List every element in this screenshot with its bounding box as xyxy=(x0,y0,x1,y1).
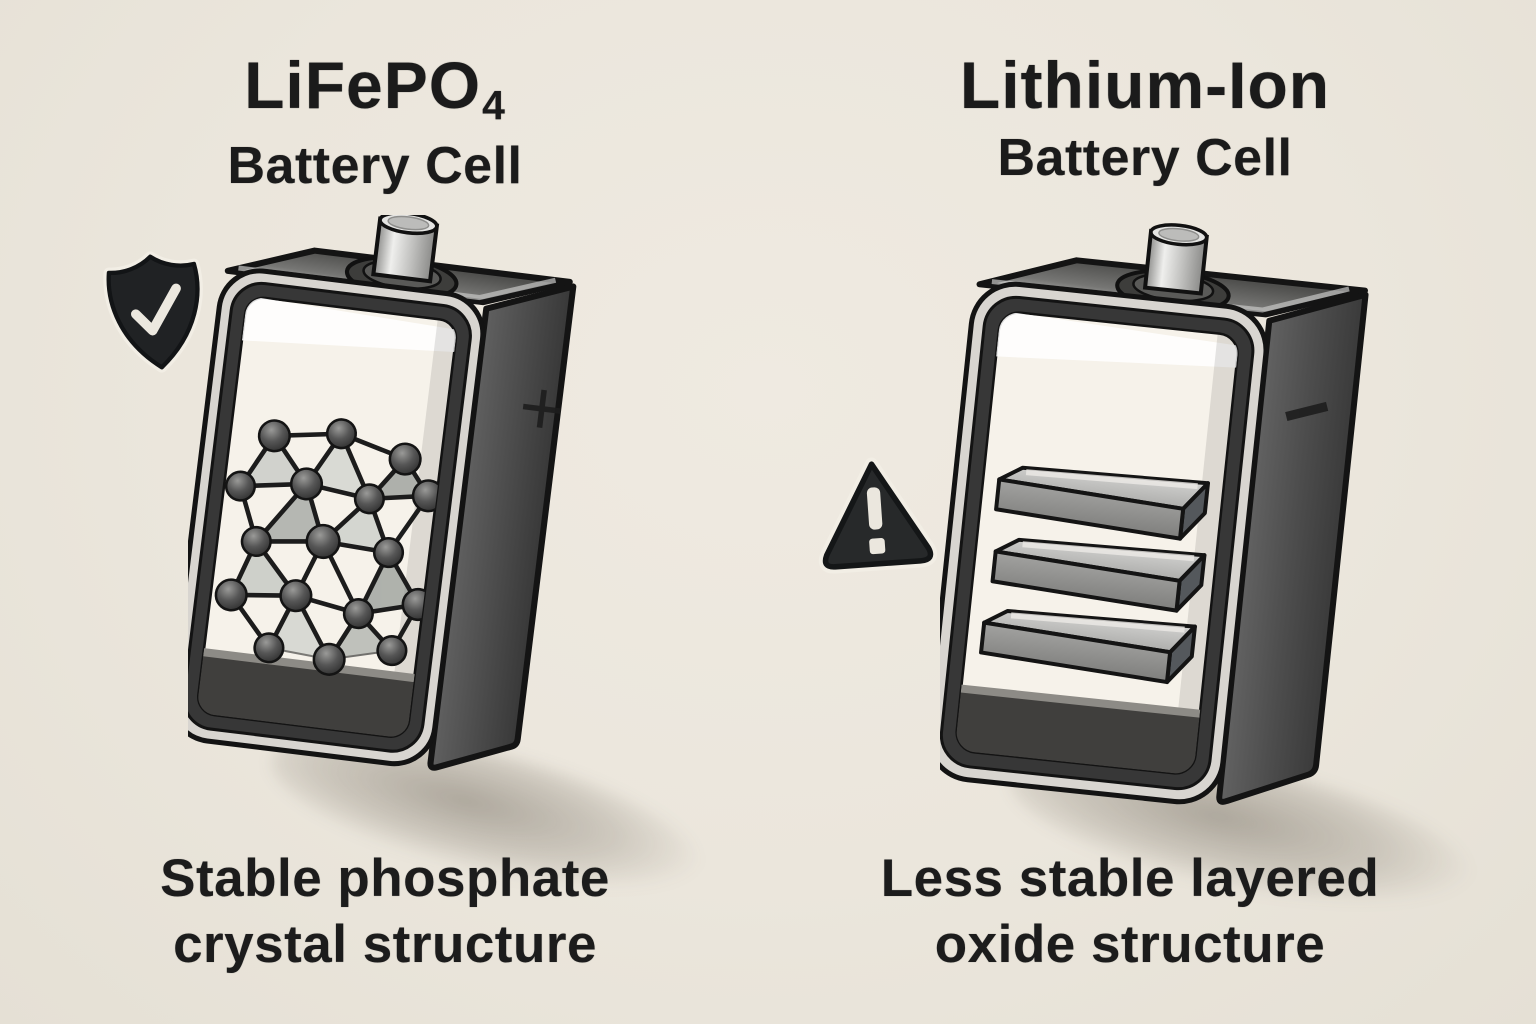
left-title-subscript: 4 xyxy=(482,82,506,129)
battery-front-face xyxy=(940,281,1269,805)
left-caption-line1: Stable phosphate xyxy=(160,849,610,908)
lithium-ion-battery-illustration: − xyxy=(940,223,1369,805)
layer-slab xyxy=(979,609,1197,685)
right-title-block: Lithium-Ion Battery Cell xyxy=(910,52,1380,184)
left-caption-line2: crystal structure xyxy=(173,914,597,974)
warning-triangle-icon xyxy=(818,457,938,574)
left-title-text: LiFePO xyxy=(244,48,482,122)
left-subtitle: Battery Cell xyxy=(227,137,523,196)
layer-slab xyxy=(990,537,1207,613)
layer-slab xyxy=(994,465,1210,541)
right-subtitle: Battery Cell xyxy=(997,129,1293,187)
lifepo4-battery-illustration: + xyxy=(188,215,577,771)
right-caption: Less stable layered oxide structure xyxy=(845,846,1415,977)
battery-terminal xyxy=(1115,223,1231,313)
battery-front-face xyxy=(188,268,486,767)
layer-slabs xyxy=(979,465,1210,685)
crystal-lattice xyxy=(214,418,445,676)
left-title-block: LiFePO4 Battery Cell xyxy=(150,52,600,192)
left-caption: Stable phosphate crystal structure xyxy=(115,846,655,977)
right-title: Lithium-Ion xyxy=(959,48,1331,122)
left-title: LiFePO4 xyxy=(150,52,600,126)
right-caption-line1: Less stable layered xyxy=(880,849,1380,908)
right-caption-line2: oxide structure xyxy=(934,914,1326,974)
plus-terminal-sign: + xyxy=(514,363,569,454)
shield-check-icon xyxy=(103,251,203,373)
